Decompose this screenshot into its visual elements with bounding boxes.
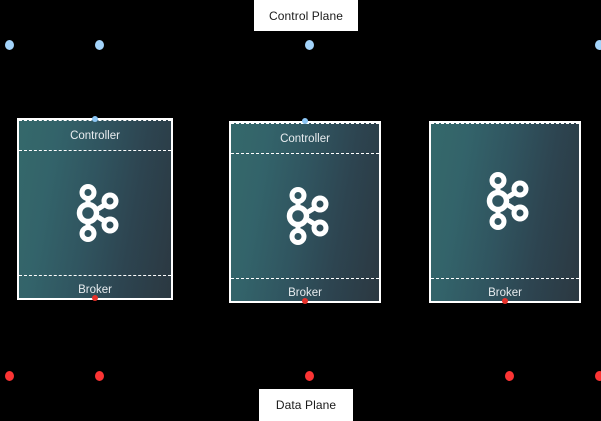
node-top-dashed-line [431, 123, 579, 124]
control-plane-connector-dot-2[interactable] [95, 40, 104, 50]
data-plane-connector-dot-1[interactable] [5, 371, 14, 381]
broker-divider-line [231, 278, 379, 279]
apache-kafka-logo [281, 185, 333, 247]
control-plane-connector-dot-1[interactable] [5, 40, 14, 50]
node-body: Broker [431, 123, 579, 301]
data-plane-connector-dot-3[interactable] [305, 371, 314, 381]
apache-kafka-logo [71, 182, 123, 244]
control-plane-label: Control Plane [254, 0, 358, 31]
broker-node-3[interactable]: Broker [429, 121, 581, 303]
node-data-anchor-dot-1[interactable] [92, 295, 98, 301]
broker-divider-line [431, 278, 579, 279]
controller-divider-line [19, 150, 171, 151]
broker-section-label: Broker [78, 284, 112, 296]
controller-section-label: Controller [280, 133, 330, 145]
apache-kafka-logo [481, 170, 533, 232]
node-data-anchor-dot-2[interactable] [302, 298, 308, 304]
control-plane-connector-dot-4[interactable] [595, 40, 601, 50]
data-plane-connector-dot-5[interactable] [595, 371, 601, 381]
node-data-anchor-dot-3[interactable] [502, 298, 508, 304]
broker-section-label: Broker [488, 287, 522, 299]
control-plane-connector-dot-3[interactable] [305, 40, 314, 50]
broker-divider-line [19, 275, 171, 276]
data-plane-connector-dot-4[interactable] [505, 371, 514, 381]
data-plane-label: Data Plane [259, 389, 353, 421]
broker-section-label: Broker [288, 287, 322, 299]
node-control-anchor-dot-1[interactable] [92, 116, 98, 122]
controller-section-label: Controller [70, 130, 120, 142]
node-control-anchor-dot-2[interactable] [302, 118, 308, 124]
data-plane-connector-dot-2[interactable] [95, 371, 104, 381]
controller-divider-line [231, 153, 379, 154]
